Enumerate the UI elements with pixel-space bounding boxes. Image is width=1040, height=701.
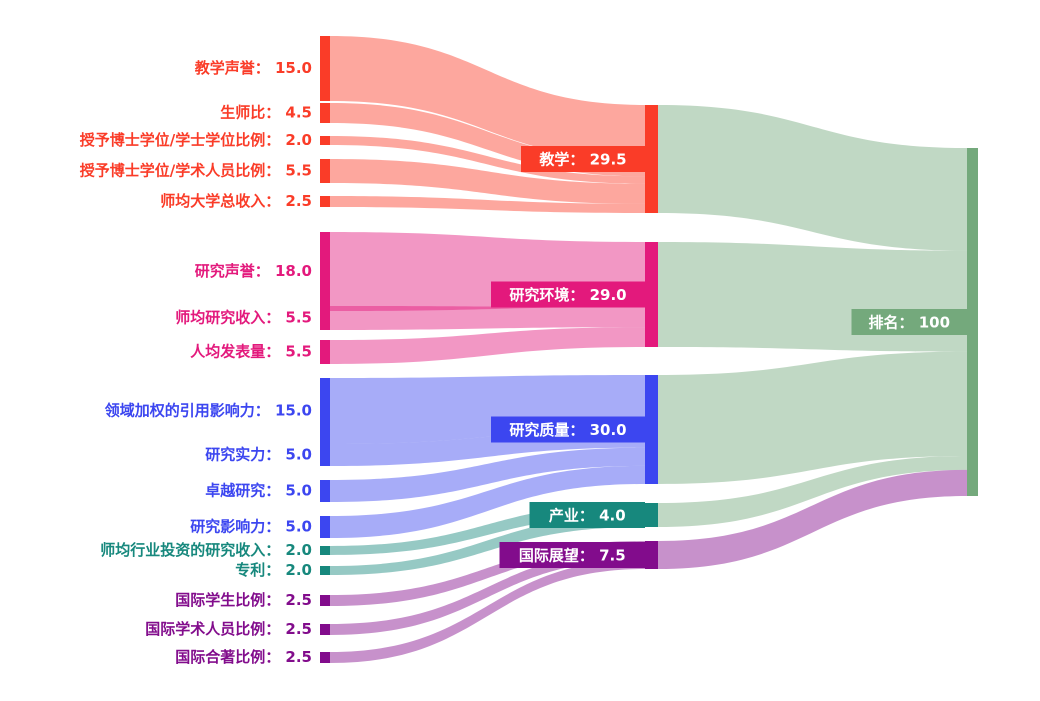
sankey-link-doc_staff_ratio-to-teaching[interactable] [330,159,645,204]
sankey-node-doc_staff_ratio[interactable] [320,159,330,183]
sankey-node-teaching[interactable] [645,105,658,213]
sankey-node-label-teaching_reputation: 教学声誉： 15.0 [194,59,312,77]
sankey-link-doc_bach_ratio-to-teaching[interactable] [330,136,645,184]
sankey-link-teaching-to-ranking[interactable] [658,105,967,251]
nodes-layer [320,36,978,663]
sankey-node-label-publications_per_cap: 人均发表量： 5.5 [190,343,312,361]
sankey-link-intl_coauthor-to-intl_outlook[interactable] [330,559,645,663]
sankey-node-label-student_staff_ratio: 生师比： 4.5 [220,104,312,122]
sankey-node-label-research_strength: 研究实力： 5.0 [205,446,312,464]
sankey-node-teaching_reputation[interactable] [320,36,330,101]
sankey-node-label-patents: 专利： 2.0 [235,561,312,579]
sankey-node-badge-label-research_quality: 研究质量： 30.0 [509,421,626,439]
sankey-node-label-research_reputation: 研究声誉： 18.0 [195,262,312,280]
sankey-node-research_influence[interactable] [320,516,330,538]
sankey-link-research_income-to-research_environment[interactable] [330,306,645,330]
sankey-node-label-research_income: 师均研究收入： 5.5 [175,309,312,327]
sankey-node-badge-industry[interactable] [529,502,646,528]
sankey-link-publications_per_cap-to-research_environment[interactable] [330,327,645,364]
sankey-node-badge-label-research_environment: 研究环境： 29.0 [509,286,626,304]
sankey-node-label-research_excellence: 卓越研究： 5.0 [205,482,312,500]
sankey-node-ranking[interactable] [967,148,978,496]
sankey-link-research_environment-to-ranking[interactable] [658,242,967,352]
sankey-node-doc_bach_ratio[interactable] [320,136,330,145]
sankey-node-research_quality[interactable] [645,375,658,484]
sankey-node-badge-intl_outlook[interactable] [499,542,646,568]
badges-layer: 教学： 29.5 研究环境： 29.0 研究质量： 30.0 产业： 4.0 国际展望：… [491,146,967,568]
sankey-node-badge-research_environment[interactable] [491,281,645,308]
sankey-node-label-research_influence: 研究影响力： 5.0 [190,518,312,536]
sankey-node-research_reputation[interactable] [320,232,330,311]
sankey-node-industry[interactable] [645,503,658,527]
sankey-node-badge-label-industry: 产业： 4.0 [549,507,626,525]
sankey-node-research_excellence[interactable] [320,480,330,502]
sankey-node-badge-label-teaching: 教学： 29.5 [538,151,626,169]
sankey-node-intl_students[interactable] [320,595,330,606]
sankey-node-label-intl_students: 国际学生比例： 2.5 [175,591,312,609]
sankey-node-label-fwci: 领域加权的引用影响力： 15.0 [104,402,312,420]
sankey-node-patents[interactable] [320,566,330,575]
sankey-link-patents-to-industry[interactable] [330,515,645,575]
sankey-node-badge-label-intl_outlook: 国际展望： 7.5 [519,547,626,565]
sankey-node-badge-research_quality[interactable] [491,416,645,443]
sankey-node-research_strength[interactable] [320,444,330,466]
sankey-link-research_excellence-to-research_quality[interactable] [330,447,645,502]
sankey-link-intl_students-to-intl_outlook[interactable] [330,541,645,606]
sankey-node-label-doc_staff_ratio: 授予博士学位/学术人员比例： 5.5 [80,162,312,180]
sankey-node-badge-teaching[interactable] [521,146,645,172]
sankey-node-label-intl_coauthor: 国际合著比例： 2.5 [175,648,312,666]
sankey-node-intl_outlook[interactable] [645,541,658,569]
sankey-node-badge-label-ranking: 排名： 100 [868,314,950,332]
sankey-node-label-intl_staff: 国际学术人员比例： 2.5 [145,620,312,638]
sankey-node-student_staff_ratio[interactable] [320,103,330,123]
sankey-node-badge-ranking[interactable] [851,309,968,335]
sankey-node-label-institutional_income: 师均大学总收入： 2.5 [160,192,312,210]
sankey-node-industry_income[interactable] [320,546,330,555]
sankey-node-fwci[interactable] [320,378,330,444]
sankey-link-research_influence-to-research_quality[interactable] [330,465,645,538]
sankey-node-research_environment[interactable] [645,242,658,347]
sankey-node-intl_staff[interactable] [320,624,330,635]
sankey-link-teaching_reputation-to-teaching[interactable] [330,36,645,160]
sankey-node-label-industry_income: 师均行业投资的研究收入： 2.0 [100,541,312,559]
sankey-link-intl_staff-to-intl_outlook[interactable] [330,550,645,635]
sankey-node-intl_coauthor[interactable] [320,652,330,663]
sankey-link-institutional_income-to-teaching[interactable] [330,196,645,213]
sankey-link-intl_outlook-to-ranking[interactable] [658,469,967,569]
sankey-link-research_quality-to-ranking[interactable] [658,351,967,484]
labels-layer: 教学声誉： 15.0 生师比： 4.5 授予博士学位/学士学位比例： 2.0 授予博士… [80,59,312,666]
sankey-node-label-doc_bach_ratio: 授予博士学位/学士学位比例： 2.0 [80,131,312,149]
sankey-node-publications_per_cap[interactable] [320,340,330,364]
sankey-link-industry-to-ranking[interactable] [658,455,967,527]
sankey-node-institutional_income[interactable] [320,196,330,207]
sankey-node-research_income[interactable] [320,306,330,330]
